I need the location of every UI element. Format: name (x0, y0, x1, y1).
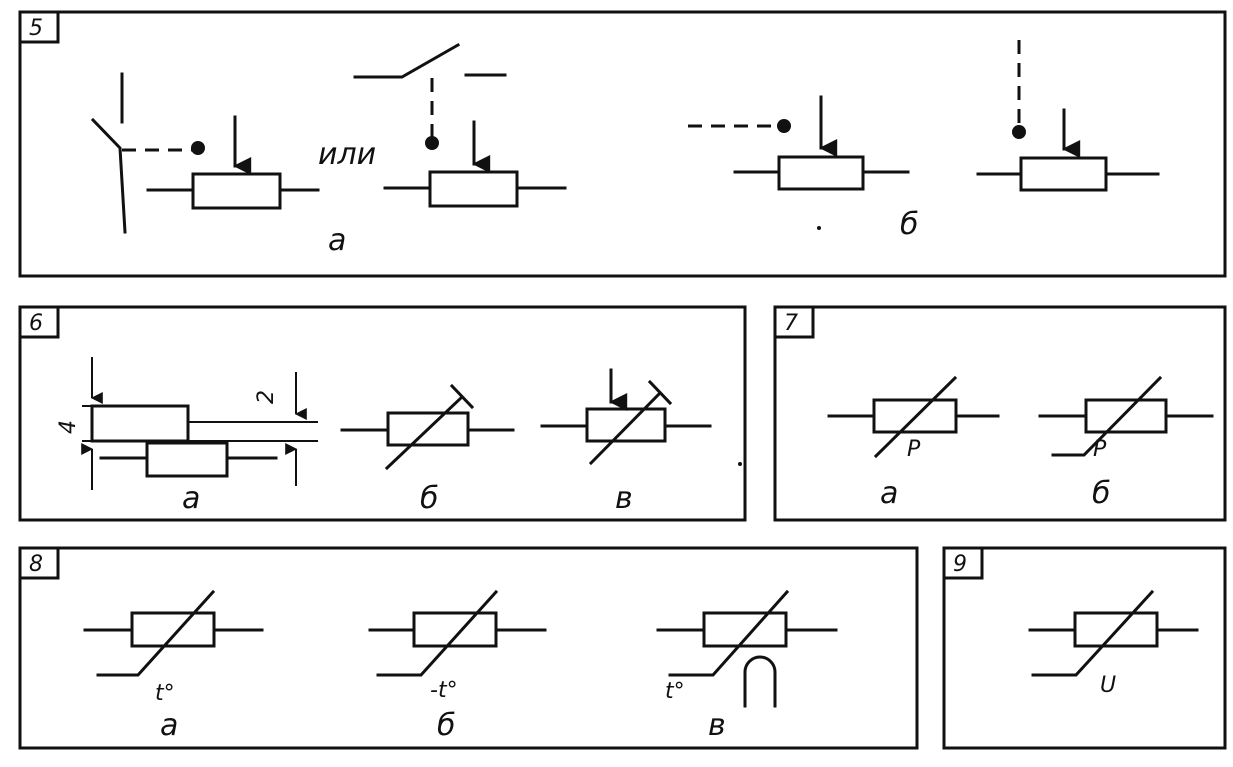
panel-9-label-u: U (1100, 673, 1116, 698)
panel-5-b-left-symbol (688, 95, 910, 230)
panel-8-caption-a: а (160, 708, 178, 743)
panel-9-frame (942, 546, 1227, 750)
panel-5-b-right-symbol (976, 40, 1160, 192)
panel-6-caption-v: в (615, 481, 633, 516)
panel-6-number: 6 (29, 311, 43, 336)
panel-6-v-symbol (540, 368, 712, 466)
panel-8-caption-b: б (437, 708, 456, 743)
panel-9: 9 U (942, 546, 1227, 750)
panel-6-b-symbol (340, 383, 515, 471)
panel-8: 8 t° а -t° б t° в (18, 546, 919, 750)
panel-6-edge-mark (738, 462, 742, 466)
panel-6-number-box (18, 305, 60, 339)
panel-7-caption-b: б (1092, 476, 1111, 511)
panel-8-label-a: t° (155, 681, 175, 706)
panel-8-heater-icon (743, 655, 777, 708)
panel-5-number: 5 (29, 16, 43, 41)
panel-9-number: 9 (953, 552, 967, 577)
panel-9-symbol (1028, 589, 1199, 677)
panel-5: 5 или а (18, 10, 1227, 278)
panel-7-label-p-b: P (1093, 437, 1107, 462)
panel-8-a-symbol (83, 589, 264, 677)
panel-6: 6 4 2 а б (18, 305, 747, 522)
panel-8-number-box (18, 546, 60, 580)
panel-6-caption-a: а (182, 481, 200, 516)
panel-8-caption-v: в (708, 708, 726, 743)
panel-5-number-box (18, 10, 60, 44)
panel-8-number: 8 (29, 552, 43, 577)
panel-5-frame (18, 10, 1227, 278)
panel-7-number: 7 (784, 311, 798, 336)
panel-8-b-symbol (368, 589, 547, 677)
panel-7: 7 P а P б (773, 305, 1227, 522)
panel-7-caption-a: а (880, 476, 898, 511)
panel-8-label-b: -t° (430, 678, 458, 703)
panel-8-v-symbol (656, 589, 838, 708)
panel-7-label-p-a: P (907, 437, 921, 462)
panel-5-a-left-symbol (90, 72, 320, 234)
panel-7-number-box (773, 305, 815, 339)
panel-5-a-right-symbol (353, 42, 567, 208)
panel-6-a-dimension-drawing (81, 357, 318, 490)
panel-6-dim-2: 2 (254, 390, 279, 404)
panel-5-caption-b: б (900, 207, 919, 242)
panel-6-caption-b: б (420, 481, 439, 516)
panel-6-dim-4: 4 (56, 420, 81, 434)
panel-7-b-symbol (1038, 375, 1214, 457)
panel-7-a-symbol (827, 375, 1000, 459)
panel-8-label-v: t° (665, 679, 685, 704)
panel-5-or-word: или (318, 137, 376, 172)
panel-9-number-box (942, 546, 984, 580)
panel-8-frame (18, 546, 919, 750)
panel-5-caption-a: а (328, 223, 346, 258)
